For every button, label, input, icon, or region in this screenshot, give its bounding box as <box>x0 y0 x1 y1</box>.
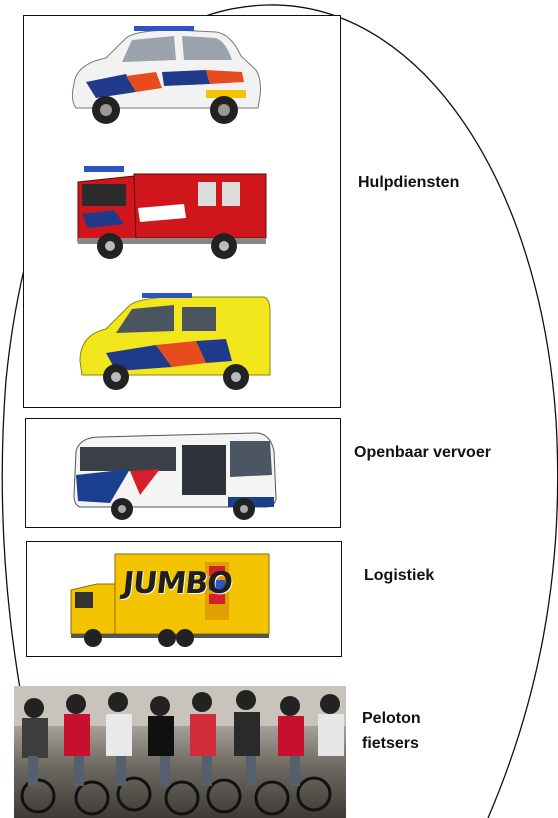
cyclists-illustration <box>14 686 346 816</box>
label-peloton-fietsers: Peloton fietsers <box>362 710 421 752</box>
bus-icon <box>73 432 277 520</box>
public-transport-box <box>25 418 341 528</box>
fire-truck-icon <box>77 166 267 259</box>
truck-brand-text: JUMBO <box>121 566 234 601</box>
emergency-services-box <box>23 15 341 408</box>
label-logistiek: Logistiek <box>364 567 435 584</box>
truck-icon <box>70 553 270 647</box>
logistics-box: JUMBO <box>26 541 342 657</box>
label-hulpdiensten: Hulpdiensten <box>358 174 460 191</box>
cyclists-photo <box>14 686 346 818</box>
police-car-icon <box>71 26 261 124</box>
ambulance-icon <box>79 293 271 390</box>
label-openbaar-vervoer: Openbaar vervoer <box>354 444 491 461</box>
